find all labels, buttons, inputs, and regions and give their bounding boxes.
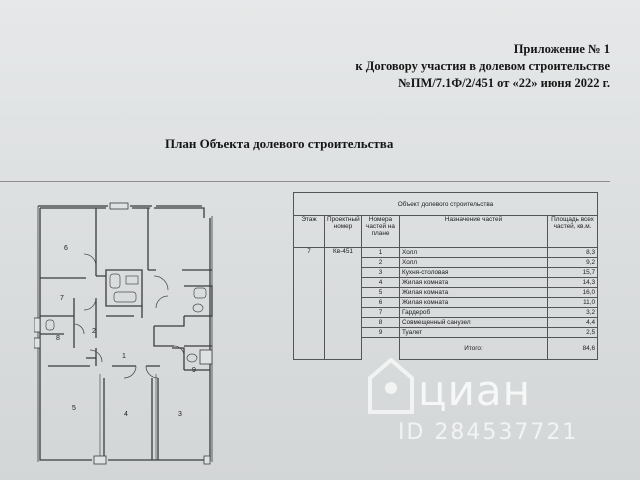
part-area: 14,3 (546, 277, 599, 288)
part-area: 4,4 (546, 317, 599, 328)
divider-line (0, 181, 610, 182)
room-label-9: 9 (192, 367, 196, 374)
apartment-parts-table: Объект долевого строительства Этаж Проек… (292, 192, 599, 360)
column-header-project-number: Проектный номер (324, 215, 362, 248)
room-label-1: 1 (122, 353, 126, 360)
column-header-part-number: Номера частей на плане (361, 215, 400, 248)
table-total-row: Итого: 84,6 (294, 337, 599, 360)
contract-number-date: №ПМ/7.1Ф/2/451 от «22» июня 2022 г. (398, 76, 610, 90)
part-number: 6 (361, 297, 400, 308)
project-number-value: Кв-451 (324, 247, 362, 360)
part-name: Холл (399, 247, 548, 258)
part-number: 1 (361, 247, 400, 258)
part-number: 8 (361, 317, 400, 328)
part-area: 3,2 (546, 307, 599, 318)
column-header-area: Площадь всех частей, кв.м. (546, 215, 599, 248)
table-row: 2 Холл 9,2 (294, 257, 599, 268)
part-area: 11,0 (546, 297, 599, 308)
total-label: Итого: (399, 337, 548, 360)
room-label-8: 8 (56, 335, 60, 342)
contract-reference: к Договору участия в долевом строительст… (355, 59, 610, 73)
part-area: 16,0 (546, 287, 599, 298)
page-title: План Объекта долевого строительства (165, 136, 394, 151)
total-area: 84,6 (546, 337, 599, 360)
floor-value: 7 (293, 247, 325, 360)
part-name: Гардероб (399, 307, 548, 318)
part-number: 9 (361, 327, 400, 338)
cian-logo-icon (368, 358, 414, 414)
room-label-3: 3 (178, 411, 182, 418)
room-label-4: 4 (124, 411, 128, 418)
part-number: 2 (361, 257, 400, 268)
watermark-brand: циан (418, 366, 532, 415)
part-area: 9,2 (546, 257, 599, 268)
column-header-part-name: Назначение частей (399, 215, 548, 248)
room-label-2: 2 (92, 328, 96, 335)
part-name: Жилая комната (399, 297, 548, 308)
part-area: 8,3 (546, 247, 599, 258)
part-name: Холл (399, 257, 548, 268)
part-area: 2,5 (546, 327, 599, 338)
room-label-5: 5 (72, 405, 76, 412)
part-area: 15,7 (546, 267, 599, 278)
watermark-id: ID 284537721 (398, 420, 579, 445)
part-name: Совмещенный санузел (399, 317, 548, 328)
apartment-floor-plan: 6 7 8 2 1 9 5 4 3 (34, 202, 213, 465)
part-number: 5 (361, 287, 400, 298)
column-header-floor: Этаж (293, 215, 325, 248)
room-label-7: 7 (60, 295, 64, 302)
part-number: 3 (361, 267, 400, 278)
part-number: 4 (361, 277, 400, 288)
part-name: Жилая комната (399, 277, 548, 288)
room-label-6: 6 (64, 245, 68, 252)
part-name: Жилая комната (399, 287, 548, 298)
part-name: Туалет (399, 327, 548, 338)
appendix-heading: Приложение № 1 (513, 42, 610, 56)
part-number: 7 (361, 307, 400, 318)
part-name: Кухня-столовая (399, 267, 548, 278)
table-row: 7 Кв-451 1 Холл 8,3 (293, 247, 599, 360)
table-caption: Объект долевого строительства (292, 192, 599, 216)
